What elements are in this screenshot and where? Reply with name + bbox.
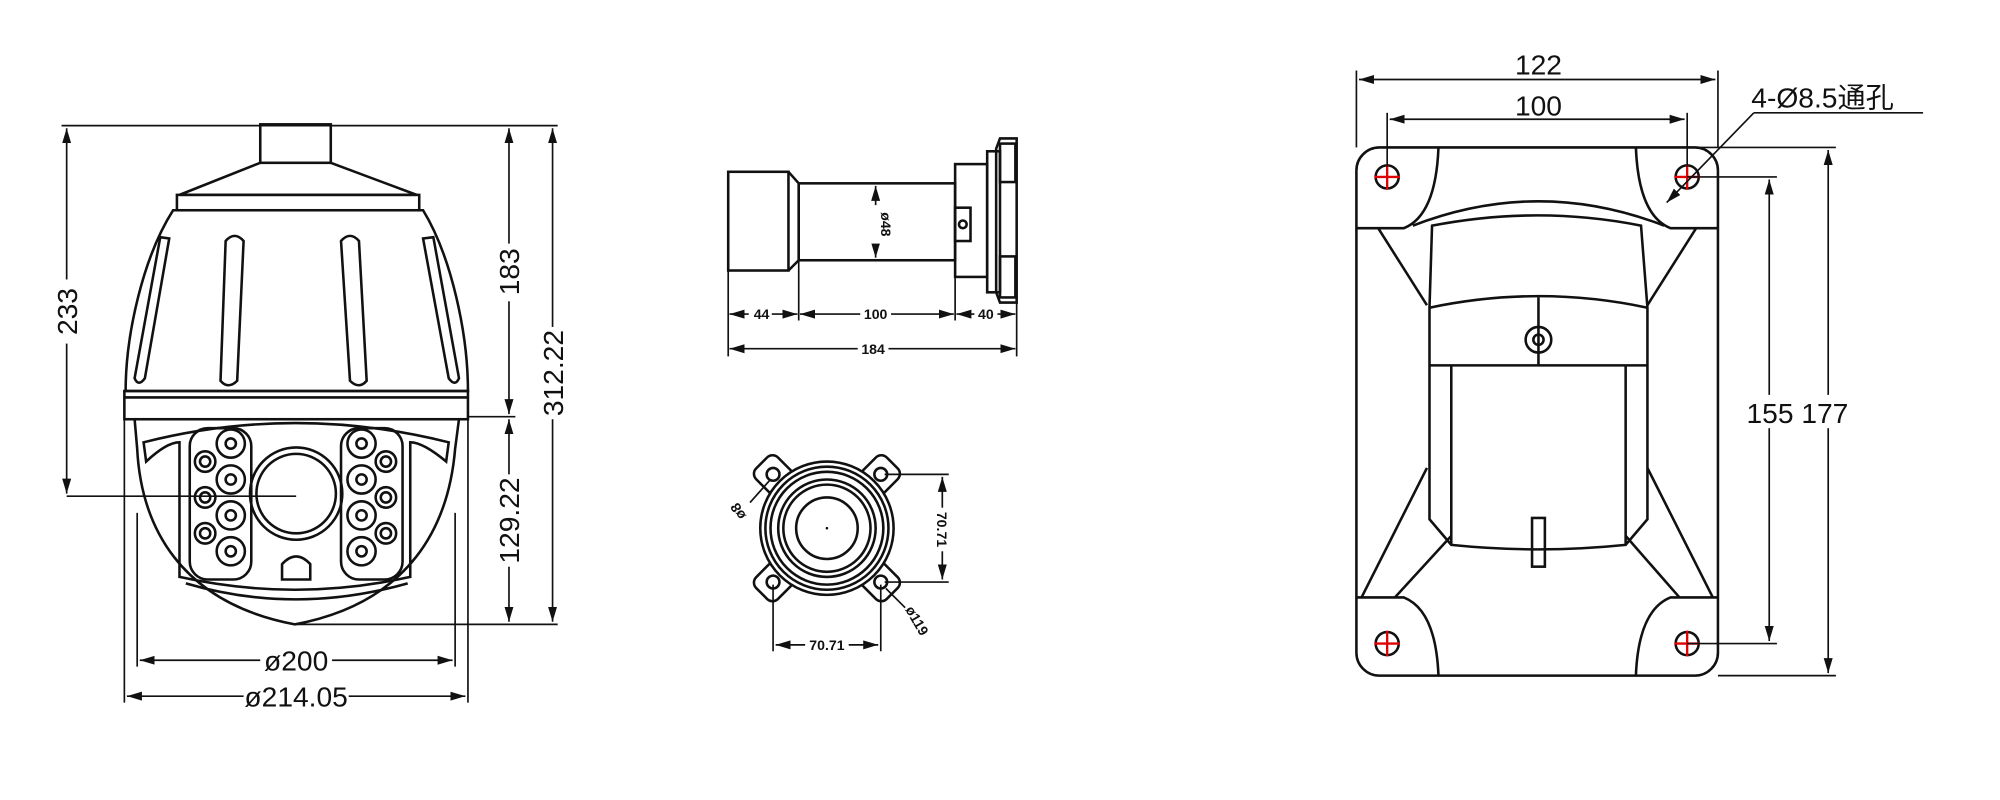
mount-plate-outline	[1355, 146, 1720, 677]
dome-vent-slots	[133, 234, 461, 387]
dim-height-dome: 183	[493, 248, 525, 295]
camera-lens-outer	[248, 446, 344, 542]
dim-plate-heights: 155 177	[1746, 397, 1848, 429]
bracket-flange-view: ø8 70.71 70.71 ø119	[727, 453, 952, 654]
holes-note: 4-Ø8.5通孔	[1751, 82, 1894, 114]
bracket-side-view: ø48 44 100 40 184	[726, 137, 1018, 358]
dim-total-184: 184	[861, 341, 885, 357]
plate-corner-bosses	[1356, 147, 1718, 676]
camera-lens	[255, 452, 338, 535]
dim-hole-spacing-width: 100	[1515, 89, 1562, 121]
dim-height-lower: 129.22	[493, 477, 525, 563]
camera-dimensions: 233 183 129.22 312.22 ø200 ø214.05	[51, 124, 569, 712]
dim-spacing-horizontal: 70.71	[809, 637, 844, 653]
dim-hole-diameter: ø8	[727, 500, 749, 522]
dim-height-total: 312.22	[537, 330, 569, 416]
dim-spacing-vertical: 70.71	[934, 512, 950, 547]
plate-arm-body	[1428, 214, 1649, 551]
dim-diameter-inner: ø200	[264, 645, 328, 677]
mount-holes	[1374, 164, 1701, 657]
light-sensor	[280, 555, 312, 581]
dim-height-upper: 233	[51, 288, 83, 335]
camera-front-view: 233 183 129.22 312.22 ø200 ø214.05	[51, 123, 569, 712]
ir-leds	[193, 428, 398, 567]
mount-plate-view: 122 100 155 177 4-Ø8.5通孔	[1355, 48, 1924, 677]
camera-band	[123, 389, 470, 421]
dim-flange-diameter: ø119	[902, 603, 932, 638]
dim-tube-diameter: ø48	[878, 212, 894, 236]
dim-diameter-outer: ø214.05	[244, 680, 347, 712]
hole-center-marks	[1374, 164, 1701, 657]
dim-seg-44: 44	[754, 306, 770, 322]
bracket-flange	[994, 137, 1018, 304]
camera-shoulder	[179, 161, 418, 197]
dim-seg-40: 40	[978, 306, 994, 322]
camera-dome-body	[124, 208, 470, 393]
dim-plate-width: 122	[1515, 48, 1562, 80]
dim-seg-100: 100	[864, 306, 888, 322]
camera-mount-cap	[258, 123, 333, 165]
